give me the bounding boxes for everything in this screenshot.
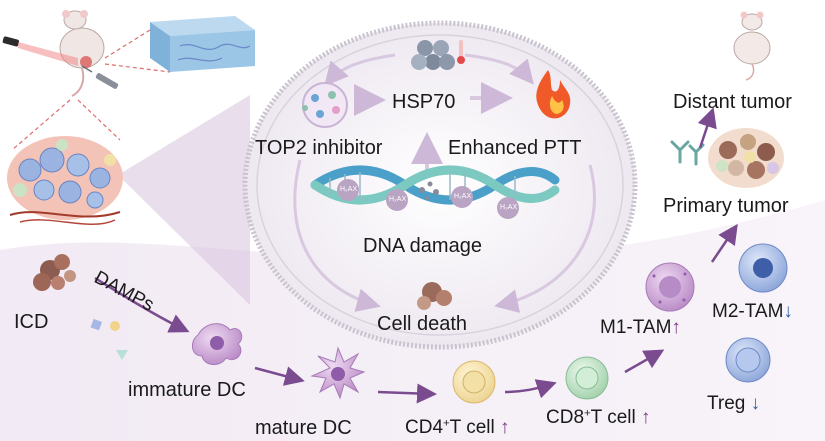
cd8-suffix: T cell [590,407,636,428]
distant-mouse-icon [733,11,771,81]
zoom-lines-hydrogel-2 [104,63,171,73]
h2ax-marker: H₂AX [340,186,358,193]
treg-label: Treg ↓ [707,394,760,413]
cd8-t-cell-label: CD8+T cell ↑ [546,408,651,427]
m2-tam-text: M2-TAM [712,301,784,322]
cd8-up-arrow: ↑ [641,407,651,428]
zoom-lines-hydrogel [104,29,151,59]
dna-damage-label: DNA damage [363,235,482,257]
cd4-t-cell-icon [452,360,496,404]
h2ax-marker: H₂AX [454,193,472,200]
m2-tam-icon [738,243,788,293]
icd-label: ICD [14,311,49,333]
laser-icon [2,36,78,66]
dead-cell-icon [417,282,452,310]
cd8-prefix: CD8 [546,407,585,428]
mouse-icon [59,10,105,97]
primary-tumor-label: Primary tumor [663,195,789,217]
antibody-icon [670,140,705,166]
cd8-sup: + [584,407,591,420]
immature-dc-label: immature DC [128,379,246,401]
mature-dc-icon [310,346,366,400]
arrow-cd4-to-cd8 [504,379,557,399]
cycle-arrow-right [494,164,596,313]
top2-nanoparticle-icon [302,82,348,128]
arrow-mature-to-cd4 [377,383,437,404]
h2ax-marker: H₂AX [389,196,407,203]
m1-tam-text: M1-TAM [600,317,672,338]
damps-molecules-icon [90,318,128,360]
arrow-cluster-to-ptt [464,53,534,85]
mature-dc-label: mature DC [255,417,352,439]
immature-dc-icon [192,323,243,365]
arrow-primary-to-distant [697,107,717,149]
cd4-up-arrow: ↑ [500,417,510,438]
cell-death-label: Cell death [377,313,468,335]
syringe-icon [81,65,119,89]
h2ax-marker: H₂AX [500,204,518,211]
m2-down-arrow: ↓ [783,301,793,322]
cycle-arrow-left [293,159,381,312]
cd8-t-cell-icon [565,356,609,400]
arrow-tam-to-primary [710,223,738,263]
flame-icon [536,70,571,119]
treg-down-arrow: ↓ [750,393,761,414]
cd4-t-cell-label: CD4+T cell ↑ [405,418,510,437]
tumor-cluster-icon [7,136,123,226]
hsp70-label: HSP70 [392,91,456,113]
hydrogel-block-icon [150,16,255,72]
m1-tam-label: M1-TAM↑ [600,318,681,337]
mechanism-ellipse-inner [256,34,624,336]
thermometer-icon [457,40,465,64]
arrow-cd8-to-tam [624,349,665,374]
m1-tam-icon [645,262,695,312]
dna-helix-icon [310,165,560,219]
icd-dead-cell-icon [33,254,76,291]
cd4-suffix: T cell [449,417,495,438]
zoom-lines-tumor-2 [77,99,121,141]
cd4-sup: + [443,417,450,430]
treg-icon [725,337,771,383]
damps-arrow [94,276,190,333]
arrow-immature-to-mature [254,366,305,386]
m1-up-arrow: ↑ [671,317,681,338]
zoom-funnel [118,95,250,305]
cd4-prefix: CD4 [405,417,444,438]
zoom-lines-tumor [11,99,71,151]
distant-tumor-label: Distant tumor [673,91,792,113]
top2-inhibitor-label: TOP2 inhibitor [255,137,383,159]
treg-text: Treg [707,393,746,414]
m2-tam-label: M2-TAM↓ [712,302,793,321]
dna-break-fragments [419,181,439,200]
nanoparticle-cluster-icon [411,40,455,70]
enhanced-ptt-label: Enhanced PTT [448,137,582,159]
primary-tumor-icon [708,128,784,188]
arrow-cluster-to-top2 [324,53,396,87]
